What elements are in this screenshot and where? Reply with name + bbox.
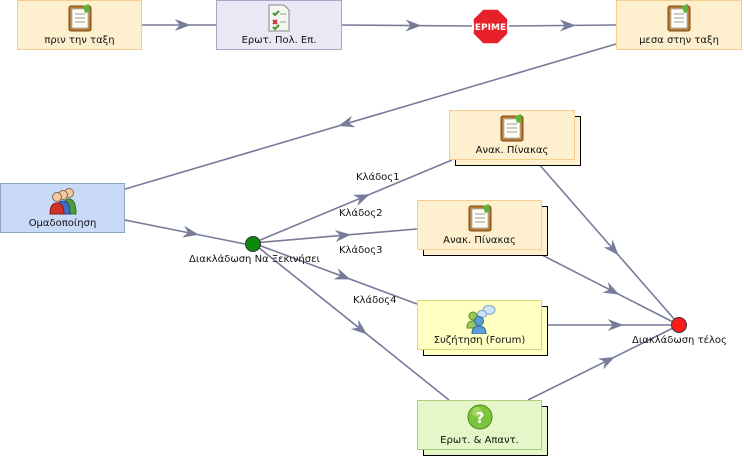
branch-label-1: Κλάδος1 (356, 172, 400, 183)
branch-label-3: Κλάδος3 (339, 245, 383, 256)
edge-questionnaire-to-stop (341, 19, 473, 32)
stop-gate-label: ΠΕΡΙΜΕΝ (472, 23, 509, 33)
branch-label-2: Κλάδος2 (339, 208, 383, 219)
forum-people-icon (465, 305, 495, 334)
activity-board-2[interactable]: Ανακ. Πίνακας (417, 200, 542, 250)
notepad-icon (667, 4, 691, 32)
edge-branch-to-board-1 (252, 159, 453, 244)
branch-label-4: Κλάδος4 (353, 295, 397, 306)
edge-branch-to-forum-arrowhead (333, 268, 351, 280)
stop-gate[interactable]: ΠΕΡΙΜΕΝ (467, 8, 514, 45)
activity-forum-label: Συζήτηση (Forum) (433, 335, 526, 346)
checklist-icon (268, 4, 290, 32)
edge-branch-to-board-2-arrowhead (334, 230, 352, 242)
edge-stop-to-in-class-arrowhead (559, 19, 576, 32)
edge-board-1-to-end-arrowhead (603, 239, 619, 256)
activity-in-class-label: μεσα στην ταξη (639, 35, 719, 46)
edge-in-class-to-grouping (124, 43, 617, 190)
activity-questionnaire-label: Ερωτ. Πολ. Επ. (241, 35, 317, 46)
branch-start-point[interactable] (245, 236, 261, 252)
svg-text:?: ? (475, 409, 484, 427)
notepad-icon (500, 114, 524, 142)
activity-before-class-label: πριν την ταξη (44, 35, 115, 46)
edge-before-to-questionnaire (142, 19, 216, 31)
branch-end-point[interactable] (671, 317, 687, 333)
activity-board-2-label: Ανακ. Πίνακας (443, 235, 516, 246)
edge-board-2-to-end (537, 252, 674, 323)
edge-in-class-to-grouping-arrowhead (338, 115, 356, 128)
stop-sign-icon: ΠΕΡΙΜΕΝ (467, 8, 514, 45)
edge-grouping-to-branch-start-arrowhead (181, 225, 199, 238)
edge-branch-to-qa (252, 242, 450, 401)
notepad-icon (68, 4, 91, 32)
activity-forum[interactable]: Συζήτηση (Forum) (417, 300, 542, 350)
activity-before-class[interactable]: πριν την ταξη (17, 0, 142, 50)
group-people-icon (48, 188, 77, 215)
activity-qa-label: Ερωτ. & Απαντ. (440, 435, 519, 446)
activity-questionnaire[interactable]: Ερωτ. Πολ. Επ. (216, 0, 342, 50)
edge-stop-to-in-class (508, 19, 617, 32)
activity-board-1-label: Ανακ. Πίνακας (475, 145, 549, 156)
activity-qa[interactable]: ? Ερωτ. & Απαντ. (417, 400, 542, 450)
edge-grouping-to-branch-start (124, 219, 246, 245)
edge-branch-to-forum (252, 242, 418, 305)
edge-branch-to-board-1-arrowhead (352, 194, 370, 206)
edge-qa-to-end-arrowhead (597, 356, 615, 370)
activity-grouping-label: Ομαδοποίηση (28, 218, 97, 229)
edge-before-to-questionnaire-arrowhead (174, 19, 191, 31)
question-icon: ? (467, 404, 492, 430)
branch-start-label: Διακλάδωση Να Ξεκινήσει (189, 254, 320, 265)
activity-grouping[interactable]: Ομαδοποίηση (0, 183, 125, 233)
edge-board-1-to-end (537, 162, 676, 321)
edge-qa-to-end (527, 327, 674, 401)
edge-forum-to-end (548, 319, 671, 331)
activity-in-class[interactable]: μεσα στην ταξη (616, 0, 742, 50)
edge-forum-to-end-arrowhead (607, 319, 624, 331)
activity-board-1[interactable]: Ανακ. Πίνακας (449, 110, 575, 160)
branch-end-label: Διακλάδωση τέλος (632, 335, 727, 346)
notepad-icon (468, 204, 491, 232)
edge-questionnaire-to-stop-arrowhead (405, 19, 422, 32)
edge-branch-to-board-2 (252, 228, 418, 244)
edge-branch-to-qa-arrowhead (350, 319, 368, 335)
edge-board-2-to-end-arrowhead (602, 281, 620, 295)
